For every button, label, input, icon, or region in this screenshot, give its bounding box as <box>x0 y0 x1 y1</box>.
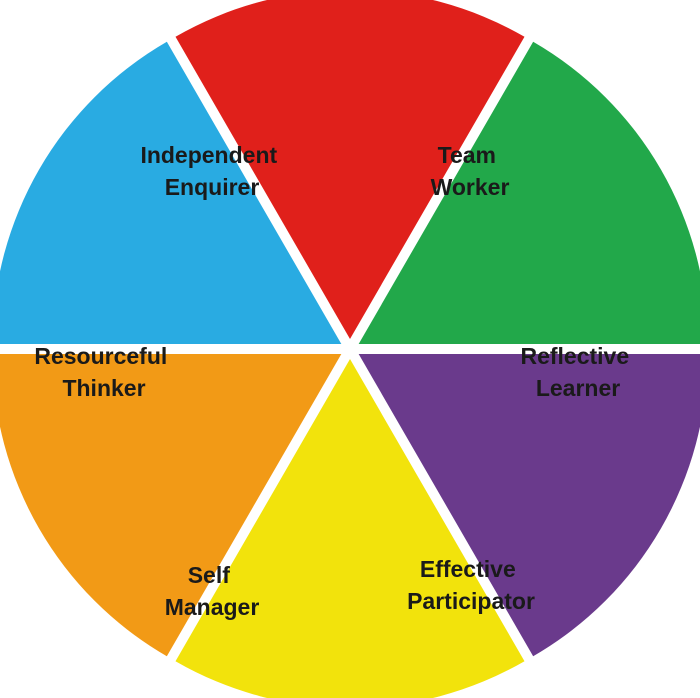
segment-independent-enquirer <box>0 354 342 657</box>
segment-resourceful-thinker <box>175 359 525 698</box>
label-self-manager: Self Manager <box>165 562 260 620</box>
label-reflective-learner: Reflective Learner <box>520 343 635 401</box>
label-resourceful-thinker: Resourceful Thinker <box>34 343 173 401</box>
label-effective-participator: Effective Participator <box>407 556 535 614</box>
label-team-worker: Team Worker <box>431 142 510 200</box>
segment-team-worker <box>0 41 342 344</box>
segment-self-manager <box>358 354 700 657</box>
segment-effective-participator <box>358 41 700 344</box>
label-independent-enquirer: Independent Enquirer <box>140 142 283 200</box>
segment-reflective-learner <box>175 0 525 339</box>
